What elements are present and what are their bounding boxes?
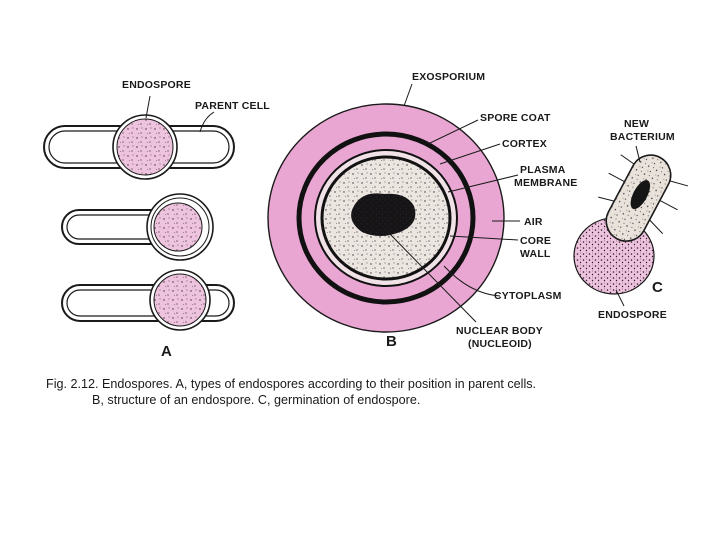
- caption-line-1: Fig. 2.12. Endospores. A, types of endos…: [46, 377, 537, 391]
- parent-cell-central: [43, 114, 235, 180]
- label-membrane: MEMBRANE: [514, 177, 577, 189]
- panel-a: ENDOSPORE PARENT CELL A: [43, 79, 270, 360]
- label-new: NEW: [624, 118, 649, 130]
- label-plasma: PLASMA: [520, 164, 566, 176]
- parent-cell-terminal: [61, 193, 214, 261]
- leader-cortex: [439, 143, 501, 165]
- leader-endospore-a: [145, 95, 151, 119]
- panel-letter-b: B: [386, 333, 397, 350]
- panel-letter-c: C: [652, 279, 663, 296]
- label-endospore-a: ENDOSPORE: [122, 79, 191, 91]
- label-cortex: CORTEX: [502, 138, 547, 150]
- leader-parent-cell: [199, 111, 215, 133]
- label-exosporium: EXOSPORIUM: [412, 71, 485, 83]
- leader-exosporium: [403, 83, 413, 107]
- panel-c: NEW BACTERIUM ENDOSPORE C: [573, 118, 689, 321]
- label-parent-cell: PARENT CELL: [195, 100, 270, 112]
- label-nuclear-body: NUCLEAR BODY: [456, 325, 543, 337]
- label-nucleoid: (NUCLEOID): [468, 338, 532, 350]
- parent-cell-subterminal: [61, 269, 235, 331]
- new-bacterium: [598, 154, 689, 242]
- leader-endospore-c: [615, 289, 625, 307]
- panel-letter-a: A: [161, 343, 172, 360]
- leader-cytoplasm: [443, 265, 501, 297]
- caption-line-2: B, structure of an endospore. C, germina…: [92, 393, 421, 407]
- leader-new-bacterium: [635, 145, 641, 163]
- label-wall: WALL: [520, 248, 551, 260]
- label-core: CORE: [520, 235, 551, 247]
- leader-spore-coat: [427, 119, 479, 145]
- label-spore-coat: SPORE COAT: [480, 112, 551, 124]
- label-bacterium: BACTERIUM: [610, 131, 675, 143]
- label-cytoplasm: CYTOPLASM: [494, 290, 562, 302]
- leader-nuclear-body: [385, 229, 477, 323]
- label-air: AIR: [524, 216, 543, 228]
- panel-b: EXOSPORIUM SPORE COAT CORTEX PLASMA MEMB…: [267, 71, 577, 350]
- leader-core-wall: [449, 235, 519, 241]
- figure-caption: Fig. 2.12. Endospores. A, types of endos…: [46, 376, 686, 408]
- leader-plasma-membrane: [447, 174, 519, 193]
- label-endospore-c: ENDOSPORE: [598, 309, 667, 321]
